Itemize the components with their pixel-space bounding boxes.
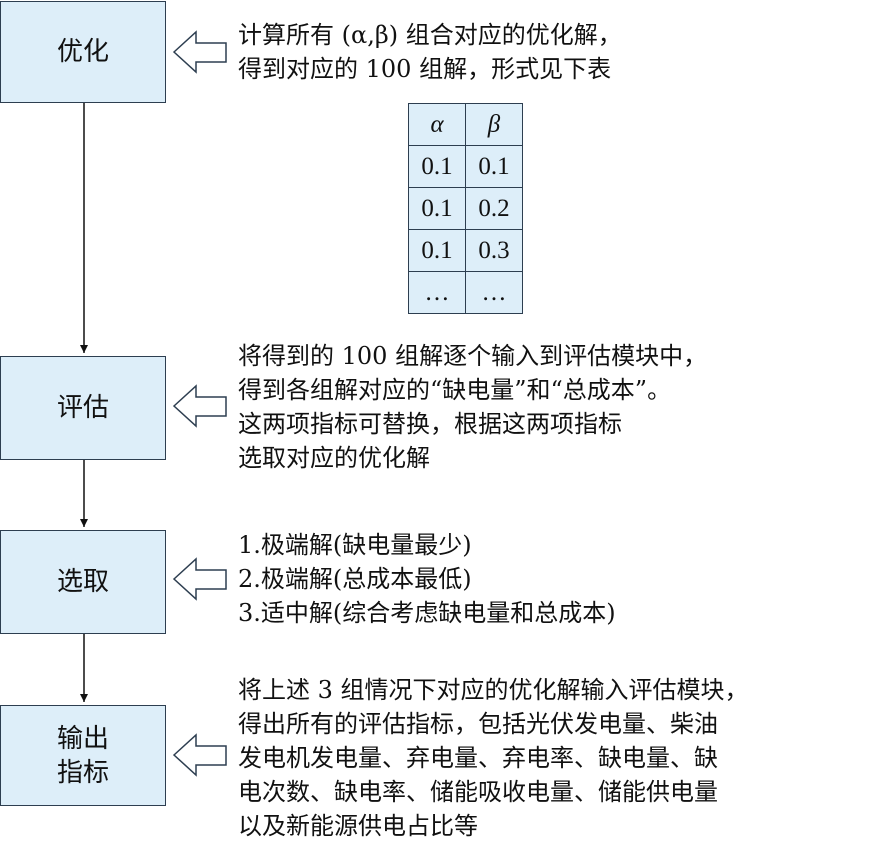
table-cell: … — [465, 271, 523, 314]
table-row: 0.1 0.1 — [408, 145, 523, 188]
table-cell: 0.2 — [465, 187, 523, 230]
output-box: 输出 指标 — [0, 705, 166, 806]
select-note-line: 1.极端解(缺电量最少) — [238, 531, 472, 559]
table-row: … … — [408, 271, 523, 314]
hollow-arrow-optimize-icon — [172, 30, 227, 74]
output-note-line: 将上述 3 组情况下对应的优化解输入评估模块， — [238, 676, 749, 704]
output-note-line: 发电机发电量、弃电量、弃电率、缺电量、缺 — [238, 744, 718, 772]
table-cell: 0.1 — [408, 229, 466, 272]
evaluate-box-label: 评估 — [56, 393, 109, 423]
output-note-line: 得出所有的评估指标，包括光伏发电量、柴油 — [238, 710, 718, 738]
evaluate-note-line: 选取对应的优化解 — [238, 444, 430, 472]
output-note-line: 电次数、缺电率、储能吸收电量、储能供电量 — [238, 778, 718, 806]
evaluate-note: 将得到的 100 组解逐个输入到评估模块中， 得到各组解对应的“缺电量”和“总成… — [238, 339, 707, 475]
hollow-arrow-select-icon — [172, 557, 227, 601]
table-header-row: α β — [408, 103, 523, 146]
table-cell: 0.1 — [408, 187, 466, 230]
table-row: 0.1 0.2 — [408, 187, 523, 230]
hollow-arrow-evaluate-icon — [172, 384, 227, 428]
table-cell: 0.3 — [465, 229, 523, 272]
evaluate-box: 评估 — [0, 356, 166, 460]
table-row: 0.1 0.3 — [408, 229, 523, 272]
hollow-arrow-output-icon — [172, 733, 227, 777]
optimize-note-line: 得到对应的 100 组解，形式见下表 — [238, 55, 612, 83]
alpha-beta-table: α β 0.1 0.1 0.1 0.2 0.1 0.3 … … — [408, 103, 523, 314]
optimize-box: 优化 — [0, 1, 166, 103]
output-note: 将上述 3 组情况下对应的优化解输入评估模块， 得出所有的评估指标，包括光伏发电… — [238, 673, 749, 843]
output-box-label-line1: 输出 — [56, 723, 109, 754]
output-note-line: 以及新能源供电占比等 — [238, 812, 478, 840]
optimize-box-label: 优化 — [56, 37, 109, 67]
optimize-note-line: 计算所有 (α,β) 组合对应的优化解， — [238, 21, 622, 49]
evaluate-note-line: 得到各组解对应的“缺电量”和“总成本”。 — [238, 376, 672, 404]
select-box: 选取 — [0, 530, 166, 634]
table-header-alpha: α — [408, 103, 466, 146]
evaluate-note-line: 这两项指标可替换，根据这两项指标 — [238, 410, 622, 438]
table-header-beta: β — [465, 103, 523, 146]
select-box-label: 选取 — [56, 567, 109, 597]
select-note-line: 2.极端解(总成本最低) — [238, 565, 472, 593]
table-cell: 0.1 — [465, 145, 523, 188]
output-box-label-line2: 指标 — [56, 757, 109, 788]
select-note: 1.极端解(缺电量最少) 2.极端解(总成本最低) 3.适中解(综合考虑缺电量和… — [238, 528, 616, 630]
table-cell: 0.1 — [408, 145, 466, 188]
evaluate-note-line: 将得到的 100 组解逐个输入到评估模块中， — [238, 342, 708, 370]
optimize-note: 计算所有 (α,β) 组合对应的优化解， 得到对应的 100 组解，形式见下表 — [238, 18, 622, 86]
table-cell: … — [408, 271, 466, 314]
select-note-line: 3.适中解(综合考虑缺电量和总成本) — [238, 599, 616, 627]
